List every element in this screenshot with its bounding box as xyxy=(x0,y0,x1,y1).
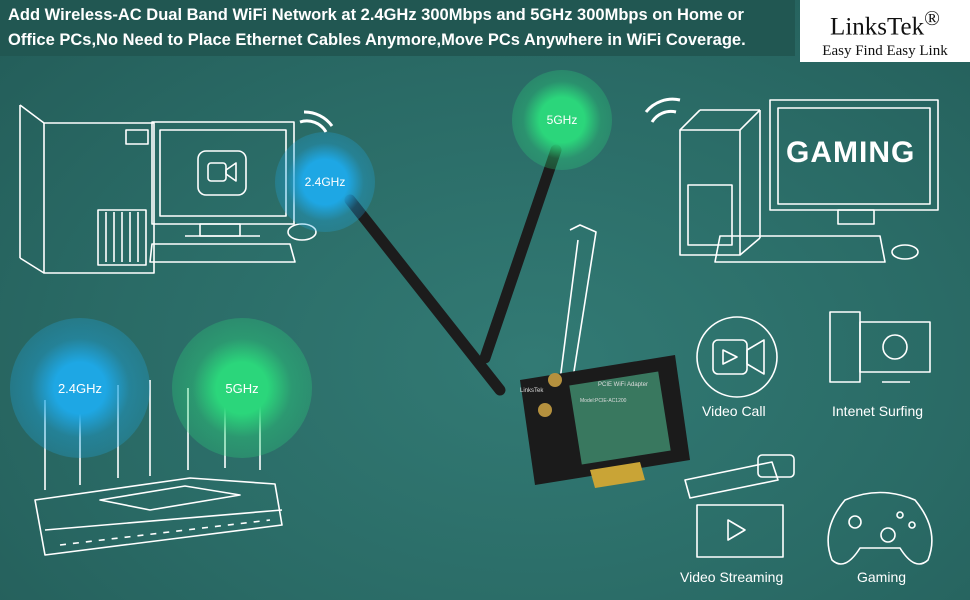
card-brand: LinksTek xyxy=(520,388,544,394)
wave-label: 5GHz xyxy=(225,380,259,396)
brand-tagline: Easy Find Easy Link xyxy=(822,43,948,60)
pc-tower-left-icon xyxy=(19,104,155,274)
wave-label: 2.4GHz xyxy=(57,380,103,396)
label-video-call: Video Call xyxy=(702,403,766,419)
headline: Add Wireless-AC Dual Band WiFi Network a… xyxy=(0,0,795,56)
brand-name: LinksTek xyxy=(830,13,925,41)
internet-surfing-icon xyxy=(829,311,931,383)
wifi-left-icon xyxy=(299,110,334,133)
label-gaming: Gaming xyxy=(857,569,907,585)
wave-router-5ghz: 5GHz xyxy=(172,318,312,458)
wave-router-24ghz: 2.4GHz xyxy=(10,318,150,458)
label-internet-surfing: Intenet Surfing xyxy=(832,403,924,419)
monitor-right-icon xyxy=(714,99,939,263)
wifi-right-icon xyxy=(644,97,681,123)
pc-tower-right-icon xyxy=(679,109,761,256)
card-title: PCIE WiFi Adapter xyxy=(598,382,649,388)
video-call-icon xyxy=(696,316,778,398)
wave-card-5ghz: 5GHz xyxy=(512,70,612,170)
wave-pc-24ghz: 2.4GHz xyxy=(275,132,375,232)
wave-label: 2.4GHz xyxy=(304,175,346,189)
card-model: Model:PCIE-AC1200 xyxy=(580,398,627,404)
brand-logo: LinksTek® Easy Find Easy Link xyxy=(800,0,970,62)
gamepad-icon xyxy=(827,491,933,565)
label-video-streaming: Video Streaming xyxy=(680,569,784,585)
monitor-text: GAMING xyxy=(786,136,916,169)
wifi-card-icon xyxy=(344,144,690,488)
video-streaming-icon xyxy=(684,454,795,558)
wave-label: 5GHz xyxy=(546,113,578,127)
registered-mark: ® xyxy=(924,6,940,30)
